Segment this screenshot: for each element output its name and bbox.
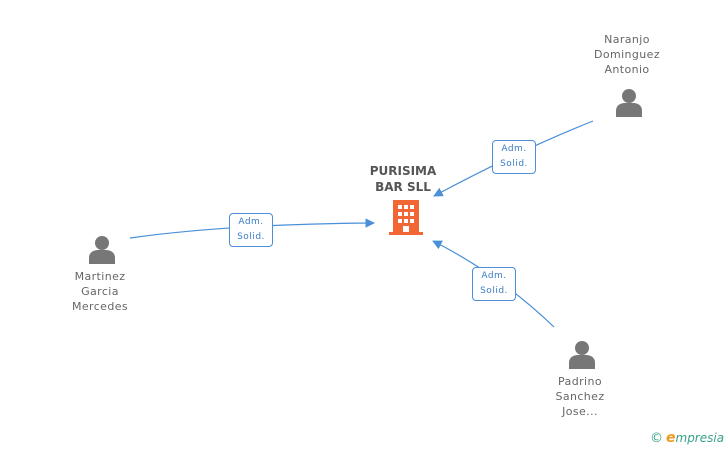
person-icon[interactable] <box>614 87 644 117</box>
company-name[interactable]: PURISIMA BAR SLL <box>358 163 448 195</box>
brand-name: mpresia <box>675 431 725 445</box>
edge-label-line2: Solid. <box>500 159 528 169</box>
person-name-line: Dominguez <box>593 48 661 61</box>
person-name-line: Sanchez <box>555 390 605 403</box>
person-name-martinez[interactable]: Martinez Garcia Mercedes <box>45 269 155 314</box>
edge-label-martinez: Adm. Solid. <box>229 213 273 247</box>
person-icon[interactable] <box>87 234 117 264</box>
edge-label-line1: Adm. <box>238 217 264 227</box>
person-name-line: Antonio <box>604 63 650 76</box>
edge-label-line2: Solid. <box>237 232 265 242</box>
person-name-line: Naranjo <box>604 33 650 46</box>
copyright-symbol: © <box>650 431 663 446</box>
edge-label-naranjo: Adm. Solid. <box>492 140 536 174</box>
edge-label-line1: Adm. <box>501 144 527 154</box>
person-name-naranjo[interactable]: Naranjo Dominguez Antonio <box>572 32 682 77</box>
person-name-line: Martinez <box>74 270 126 283</box>
edge-label-padrino: Adm. Solid. <box>472 267 516 301</box>
person-icon[interactable] <box>567 339 597 369</box>
person-name-line: Mercedes <box>71 300 129 313</box>
person-name-padrino[interactable]: Padrino Sanchez Jose... <box>525 374 635 419</box>
person-name-line: Padrino <box>558 375 602 388</box>
edge-label-line1: Adm. <box>481 271 507 281</box>
person-name-line: Garcia <box>81 285 119 298</box>
edge-label-line2: Solid. <box>480 286 508 296</box>
person-name-line: Jose... <box>562 405 598 418</box>
brand-initial: e <box>666 430 676 446</box>
company-name-line1: PURISIMA <box>369 164 437 178</box>
company-name-line2: BAR SLL <box>375 180 431 194</box>
empresia-logo: ©empresia <box>650 429 724 447</box>
building-icon[interactable] <box>389 198 423 238</box>
